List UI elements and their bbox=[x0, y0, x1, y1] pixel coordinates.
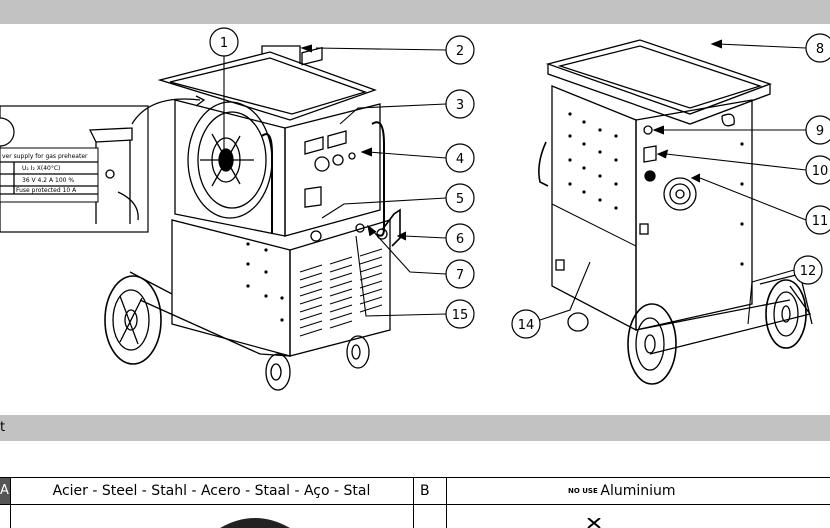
inset-frame bbox=[0, 105, 149, 233]
section-band bbox=[0, 415, 830, 441]
callout-15: 15 bbox=[452, 308, 469, 323]
no-use-label: NO USE bbox=[568, 487, 598, 495]
row-divider bbox=[0, 504, 830, 505]
back-right-panel bbox=[635, 99, 753, 331]
col-a-letter: A bbox=[0, 483, 9, 498]
steel-symbol bbox=[220, 518, 290, 528]
back-right-wheel bbox=[765, 279, 807, 349]
front-big-wheel bbox=[104, 275, 162, 365]
col-b-header: Aluminium bbox=[600, 483, 676, 499]
front-panel bbox=[284, 103, 381, 237]
back-left-panel bbox=[551, 85, 637, 332]
inset-line-3: 36 V 4.2 A 100 % bbox=[22, 177, 74, 184]
callout-12: 12 bbox=[800, 264, 817, 279]
callout-9: 9 bbox=[816, 124, 824, 139]
welder-diagram: 1 2 3 4 5 6 7 8 9 10 11 12 14 15 ver sup… bbox=[0, 27, 830, 391]
inset-line-4: Fuse protected 10 A bbox=[16, 187, 77, 194]
callout-6: 6 bbox=[456, 232, 464, 247]
top-tray bbox=[157, 51, 377, 121]
callout-1: 1 bbox=[220, 36, 228, 51]
col-a-header: Acier - Steel - Stahl - Acero - Staal - … bbox=[52, 483, 371, 499]
fan-grille bbox=[663, 177, 697, 211]
callout-8: 8 bbox=[816, 42, 824, 57]
divider bbox=[413, 478, 414, 528]
callout-2: 2 bbox=[456, 44, 464, 59]
callout-10: 10 bbox=[812, 164, 829, 179]
section-label: t bbox=[0, 420, 6, 435]
callout-5: 5 bbox=[456, 192, 464, 207]
callout-14: 14 bbox=[518, 318, 535, 333]
lower-cabinet bbox=[171, 219, 291, 357]
back-left-wheel bbox=[627, 303, 677, 385]
col-a-letter-cell: A bbox=[0, 478, 10, 504]
callout-11: 11 bbox=[812, 214, 829, 229]
callout-3: 3 bbox=[456, 98, 464, 113]
divider bbox=[10, 478, 11, 528]
material-table: A Acier - Steel - Stahl - Acero - Staal … bbox=[0, 477, 830, 528]
inset-line-1: ver supply for gas preheater bbox=[2, 153, 88, 160]
top-header-band bbox=[0, 0, 830, 24]
divider bbox=[446, 478, 447, 528]
callout-7: 7 bbox=[456, 268, 464, 283]
inset-line-2: U₂ I₂ X(40°C) bbox=[22, 165, 60, 172]
callout-4: 4 bbox=[456, 152, 464, 167]
col-b-letter: B bbox=[420, 483, 430, 499]
